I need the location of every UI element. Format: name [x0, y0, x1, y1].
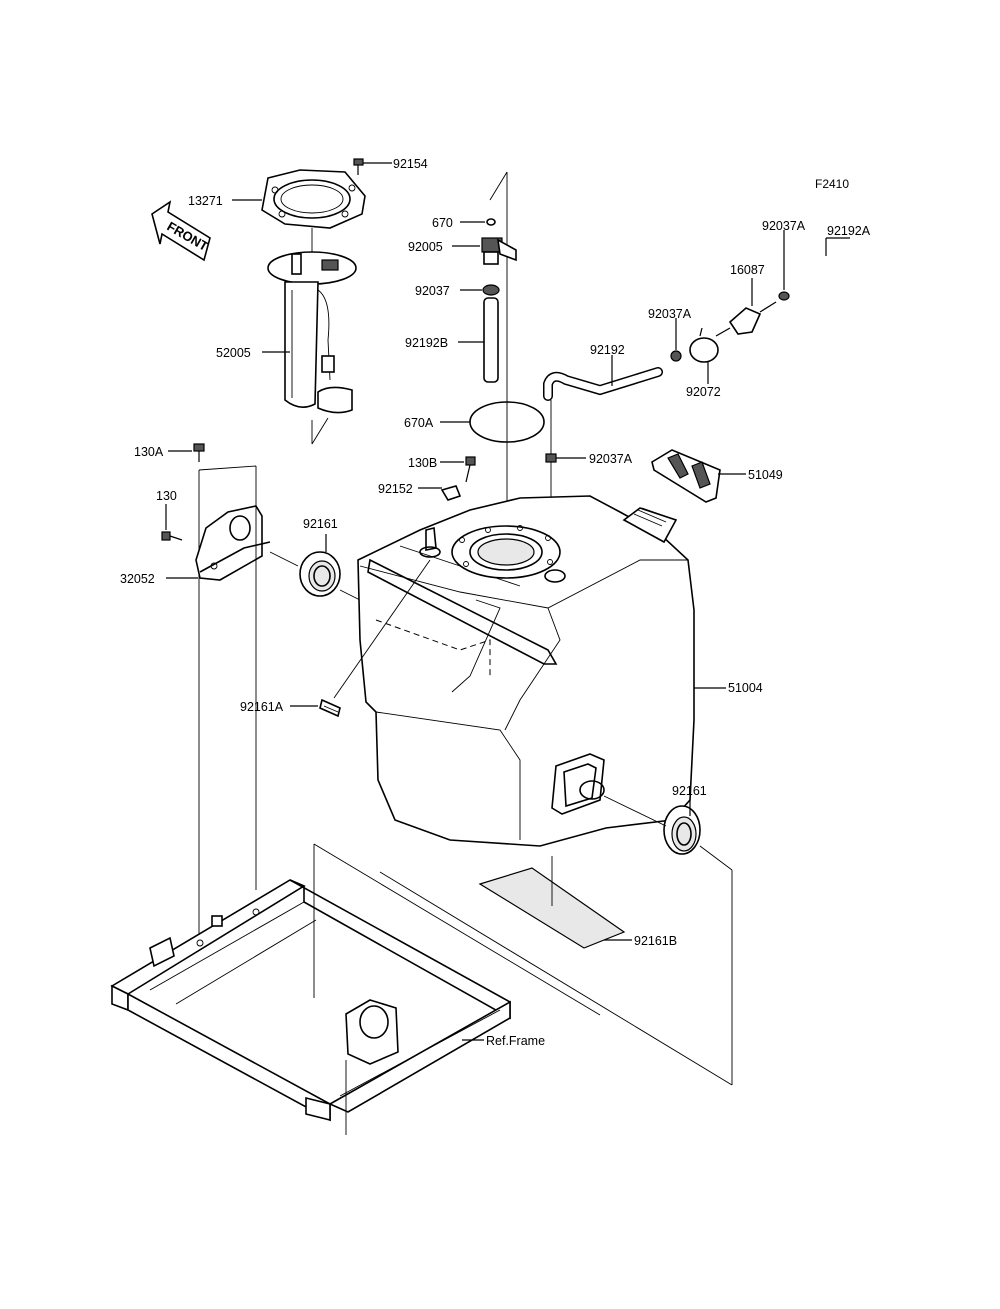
label-32052: 32052 [120, 572, 155, 586]
label-16087: 16087 [730, 263, 765, 277]
label-92192: 92192 [590, 343, 625, 357]
fuel-sender-92005 [481, 237, 517, 265]
label-130: 130 [156, 489, 177, 503]
bolt-130A-icon [193, 443, 205, 462]
label-92161-right: 92161 [672, 784, 707, 798]
hose-92192B [483, 297, 499, 383]
label-92005: 92005 [408, 240, 443, 254]
clamp-92037A-top-icon [778, 291, 790, 301]
label-92161-left: 92161 [303, 517, 338, 531]
label-13271: 13271 [188, 194, 223, 208]
label-92154: 92154 [393, 157, 428, 171]
clamp-92037A-low-icon [545, 453, 557, 463]
label-92161A: 92161A [240, 700, 284, 714]
fuel-filter-16087 [715, 301, 777, 337]
label-92161B: 92161B [634, 934, 677, 948]
fuel-pump-52005 [267, 251, 357, 414]
label-92072: 92072 [686, 385, 721, 399]
pump-gasket-13271 [261, 169, 366, 229]
ref-frame-label: Ref.Frame [486, 1034, 545, 1048]
label-670A: 670A [404, 416, 434, 430]
label-92152: 92152 [378, 482, 413, 496]
figure-code: F2410 [815, 177, 849, 191]
label-92037A-mid: 92037A [648, 307, 692, 321]
fitting-92152-icon [440, 485, 462, 501]
o-ring-670-icon [486, 218, 496, 226]
bolt-130B-icon [465, 456, 476, 483]
strap-92161A [319, 698, 341, 718]
label-92037: 92037 [415, 284, 450, 298]
vent-hose-92192A [807, 233, 881, 289]
bracket-32052 [195, 505, 271, 581]
reference-frame [110, 879, 511, 1135]
label-92037A-top: 92037A [762, 219, 806, 233]
label-130B: 130B [408, 456, 437, 470]
fuel-tank-51004 [357, 495, 695, 847]
label-670: 670 [432, 216, 453, 230]
grommet-92161-left [299, 551, 341, 597]
bolt-92154-icon [353, 158, 364, 175]
pad-92161B [478, 867, 626, 949]
label-51049: 51049 [748, 468, 783, 482]
grommet-92161-right [663, 805, 701, 855]
label-92192B: 92192B [405, 336, 448, 350]
label-92192A: 92192A [827, 224, 871, 238]
bolt-130-icon [161, 531, 183, 541]
joint-92072 [689, 327, 719, 363]
label-52005: 52005 [216, 346, 251, 360]
front-arrow-icon: FRONT [151, 200, 211, 262]
label-51004: 51004 [728, 681, 763, 695]
label-130A: 130A [134, 445, 164, 459]
label-92037A-low: 92037A [589, 452, 633, 466]
fuel-cap-51049 [651, 449, 721, 503]
clamp-92037-icon [482, 284, 500, 296]
clamp-92037A-mid-icon [670, 350, 682, 362]
